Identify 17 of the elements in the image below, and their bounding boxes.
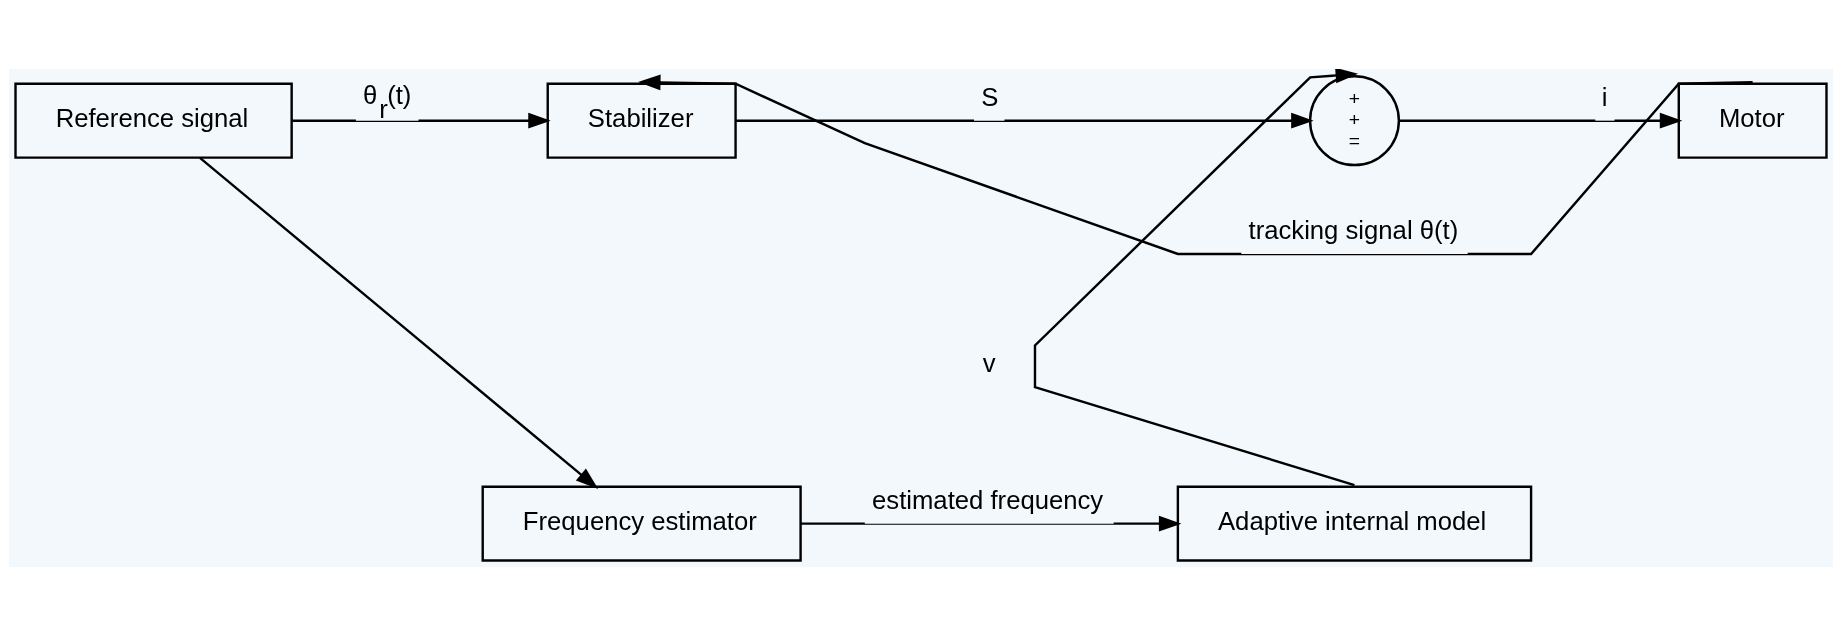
arrow: [800, 515, 1182, 532]
arrow: [292, 112, 551, 129]
arrow: [1399, 112, 1683, 129]
node-circle: + + =: [1308, 74, 1401, 166]
edge-label: S: [981, 82, 999, 111]
node-box: Adaptive internal model: [1176, 485, 1533, 562]
node-box: Reference signal: [14, 82, 293, 159]
edge-label: estimated frequency: [872, 485, 1104, 514]
arrow: [199, 156, 599, 489]
arrow: [736, 112, 1314, 129]
edge-label: v: [982, 348, 996, 377]
node-box: Motor: [1677, 82, 1828, 159]
node-box: Frequency estimator: [481, 485, 802, 562]
edge-label: tracking signal θ(t): [1248, 215, 1459, 244]
node-box: Stabilizer: [546, 82, 737, 159]
edge-label: i: [1601, 82, 1608, 111]
arrow: [1033, 68, 1359, 486]
